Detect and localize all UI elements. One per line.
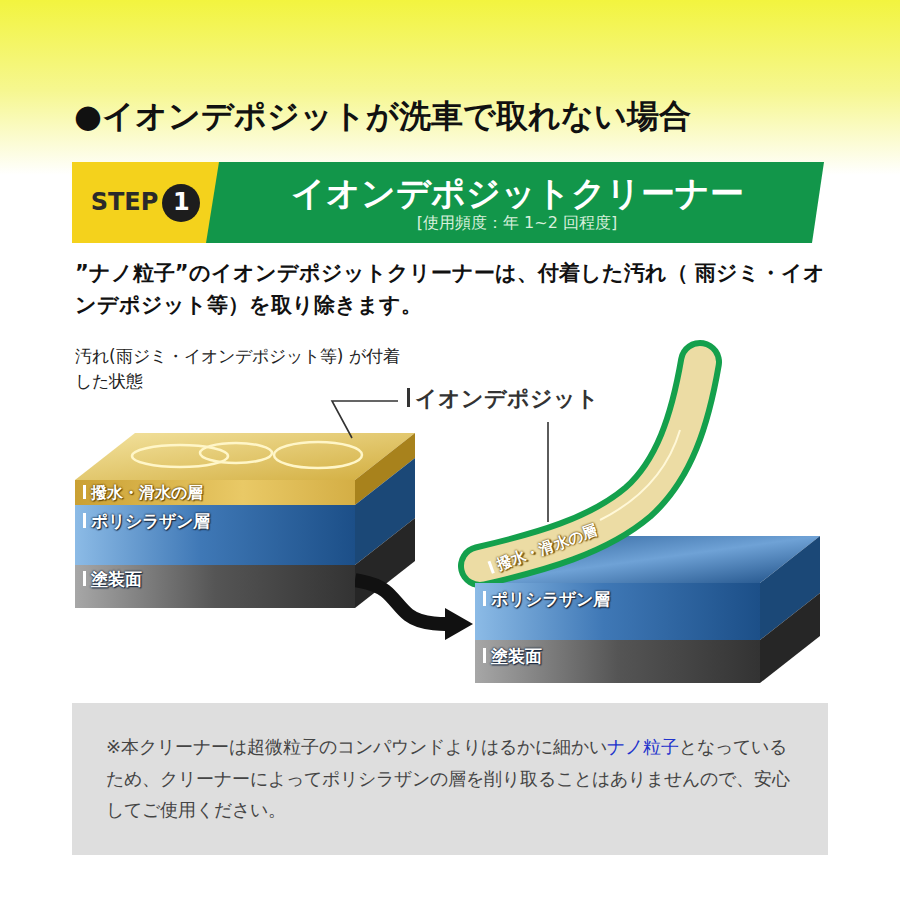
deposit-marks: [132, 442, 362, 468]
description: ”ナノ粒子”のイオンデポジットクリーナーは、付着した汚れ（ 雨ジミ・イオンデポジ…: [75, 258, 845, 321]
layer-band: ポリシラザン層: [75, 505, 355, 565]
flow-arrow: [355, 580, 447, 624]
layer-band-text: 撥水・滑水の層: [83, 483, 347, 502]
layer-band-text: ポリシラザン層: [83, 511, 347, 531]
layer-band: 撥水・滑水の層: [75, 480, 355, 505]
note-box-text: ※本クリーナーは超微粒子のコンパウンドよりはるかに細かい: [106, 736, 607, 757]
banner-ground: [206, 162, 824, 243]
callout-label: イオンデポジット: [404, 386, 602, 412]
page-title: ●イオンデポジットが洗車で取れない場合: [74, 95, 691, 139]
peeled-layer-label-text: 撥水・滑水の層: [487, 515, 615, 576]
deposit-marks: [600, 430, 680, 520]
leader-line: [547, 422, 549, 522]
product-banner: イオンデポジットクリーナー[使用頻度：年 1~2 回程度]: [222, 162, 812, 243]
layer-band: 塗装面: [475, 640, 760, 683]
layer-band: 塗装面: [75, 565, 355, 608]
drawing-part: [274, 442, 362, 468]
product-banner-text: [使用頻度：年 1~2 回程度]: [417, 213, 617, 232]
drawing-part: [132, 445, 228, 467]
state-note: 汚れ(雨ジミ・イオンデポジット等) が付着した状態: [75, 344, 405, 393]
layer-band-text: 塗装面: [83, 569, 347, 589]
note-box: ※本クリーナーは超微粒子のコンパウンドよりはるかに細かいナノ粒子となっているため…: [72, 703, 828, 855]
layer-band-text: ポリシラザン層: [483, 589, 752, 609]
step-number: 1: [162, 184, 200, 222]
product-banner-text: イオンデポジットクリーナー: [291, 173, 744, 214]
step-badge-text: STEP: [91, 188, 159, 217]
leader-line: [332, 401, 398, 438]
note-box-text: ナノ粒子: [607, 736, 679, 757]
peeled-layer-label: 撥水・滑水の層: [486, 512, 616, 579]
step-number-text: 1: [173, 188, 190, 217]
layer-band: ポリシラザン層: [475, 583, 760, 640]
step-ground: [72, 162, 222, 243]
layer-band-text: 塗装面: [483, 646, 752, 666]
drawing-part: [200, 443, 272, 463]
side-face: [760, 593, 820, 683]
step-badge: STEP 1: [72, 162, 219, 243]
